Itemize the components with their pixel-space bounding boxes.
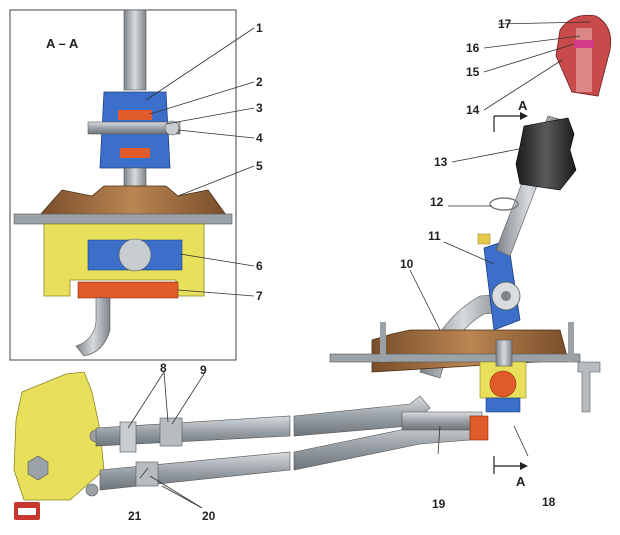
callout-15: 15 [466, 65, 480, 79]
lever-clip [477, 233, 491, 245]
inset-ball [118, 238, 152, 272]
callout-18: 18 [542, 495, 556, 509]
callout-13: 13 [434, 155, 448, 169]
section-marker-top-label: A [518, 98, 528, 113]
inset-curved-rod [75, 297, 111, 357]
flange-stud-left [380, 322, 386, 362]
callout-19: 19 [432, 497, 446, 511]
callout-21: 21 [128, 509, 142, 523]
publisher-logo [14, 502, 40, 520]
side-bracket [577, 361, 601, 413]
callout-11: 11 [428, 229, 441, 243]
callout-4: 4 [256, 131, 263, 145]
shift-rod-upper-right [293, 395, 431, 437]
pivot-blue-base [485, 397, 521, 413]
inset-pivot-bolt [87, 121, 181, 135]
callout-9: 9 [200, 363, 207, 377]
bracket-bolt-1 [27, 455, 49, 481]
rod-red-end [469, 415, 489, 441]
rod-clamp-lower [135, 461, 159, 487]
callout-16: 16 [466, 41, 480, 55]
lever-joint-center [501, 291, 511, 301]
inset-red-insert-top [118, 110, 152, 120]
inset-red-insert-bottom [120, 148, 150, 158]
callout-14: 14 [466, 103, 480, 117]
main-boot [371, 329, 569, 373]
callout-10: 10 [400, 257, 414, 271]
lever-gaiter [515, 117, 577, 191]
callout-2: 2 [256, 75, 263, 89]
inset-boot [39, 185, 227, 216]
knob-insert [574, 40, 594, 48]
callout-17: 17 [498, 17, 512, 31]
callout-8: 8 [160, 361, 167, 375]
knob-core [576, 28, 592, 92]
callout-20: 20 [202, 509, 216, 523]
main-flange [329, 353, 581, 363]
inset-nut [164, 120, 180, 136]
rod-clamp-upper [119, 421, 137, 453]
callout-7: 7 [256, 289, 263, 303]
flange-stud-right [568, 322, 574, 362]
callout-6: 6 [256, 259, 263, 273]
callout-labels: 1 2 3 4 5 6 7 8 9 10 11 12 13 14 15 16 1… [128, 17, 556, 523]
inset-frame [9, 9, 237, 361]
inset-flange [13, 213, 233, 225]
pivot-ball [489, 370, 517, 398]
inset-red-base [77, 281, 179, 299]
callout-5: 5 [256, 159, 263, 173]
shift-rod-lower-left [99, 451, 291, 491]
inset-lever-rod [123, 9, 147, 91]
callout-1: 1 [256, 21, 263, 35]
leader-lines [127, 21, 591, 509]
section-label: A – A [46, 36, 79, 51]
section-marker-bottom: A [493, 456, 528, 489]
callout-12: 12 [430, 195, 444, 209]
bracket-bolt-2 [85, 483, 99, 497]
section-marker-top: A [493, 98, 528, 132]
section-inset: A – A [9, 9, 237, 361]
pivot-shaft [495, 339, 513, 367]
rod-clamp-9 [159, 417, 183, 447]
lever-spring-ring [489, 197, 519, 211]
section-marker-bottom-label: A [516, 474, 526, 489]
shift-rod-upper-left [95, 415, 291, 447]
callout-3: 3 [256, 101, 263, 115]
